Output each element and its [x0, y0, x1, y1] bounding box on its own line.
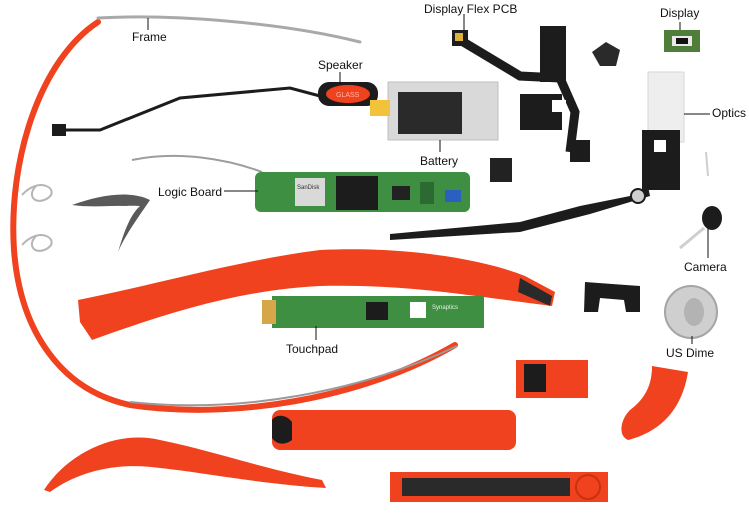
clip-part	[592, 42, 620, 66]
temple-arm-part	[390, 186, 650, 240]
earpiece-part	[44, 437, 326, 492]
speaker-glass-mark: GLASS	[336, 92, 360, 99]
label-touchpad: Touchpad	[286, 342, 339, 356]
label-optics: Optics	[712, 106, 747, 120]
housing-bar-part	[272, 410, 516, 450]
logic-board-part: SanDisk	[131, 154, 470, 212]
camera-part	[679, 206, 722, 250]
optics-part	[642, 71, 709, 190]
touchpad-brand-mark: Synaptics	[432, 305, 458, 311]
us-dime-part	[664, 285, 718, 339]
label-logic-board: Logic Board	[158, 185, 223, 199]
housing-bottom-part	[390, 472, 608, 502]
orange-cap-part	[621, 366, 688, 440]
nose-bracket-part	[72, 194, 150, 252]
label-battery: Battery	[420, 154, 459, 168]
label-speaker: Speaker	[318, 58, 363, 72]
leader-lines	[147, 14, 710, 344]
display-flex-pcb-part	[452, 26, 590, 162]
label-frame: Frame	[132, 30, 167, 44]
frame-part	[10, 15, 458, 413]
hinge-bracket-part	[584, 282, 640, 312]
label-us-dime: US Dime	[666, 346, 715, 360]
logic-board-chip-brand: SanDisk	[297, 185, 320, 191]
label-camera: Camera	[684, 260, 727, 274]
small-block-part	[490, 158, 512, 182]
orange-bracket-part	[516, 360, 588, 398]
speaker-part: GLASS	[52, 82, 378, 136]
housing-top-part	[78, 249, 555, 340]
battery-part	[370, 81, 499, 141]
display-part	[664, 30, 700, 52]
label-display-flex-pcb: Display Flex PCB	[424, 2, 518, 16]
touchpad-part: Synaptics	[262, 296, 484, 328]
label-display: Display	[660, 6, 700, 20]
